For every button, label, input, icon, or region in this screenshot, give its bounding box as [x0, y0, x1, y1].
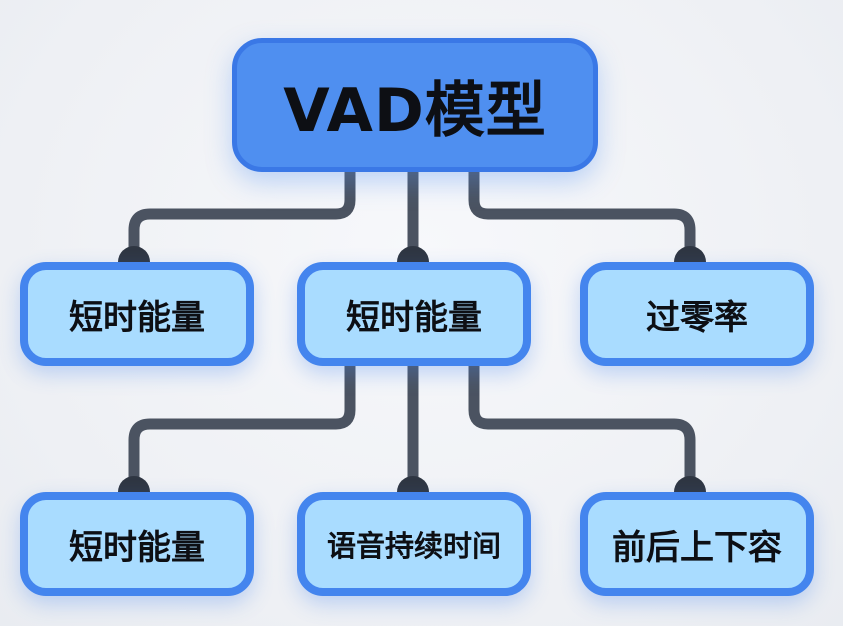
connector-root-to-left: [128, 166, 356, 256]
connector-cap-middle-1: [397, 246, 429, 262]
connector-cap-right-1: [674, 246, 706, 262]
node-label: 短时能量: [69, 297, 205, 338]
node-label: 语音持续时间: [326, 529, 501, 563]
node-label: 过零率: [646, 297, 748, 338]
root-node-label: VAD模型: [283, 75, 547, 146]
connector-mid-to-right: [468, 360, 696, 486]
node-zero-crossing-rate[interactable]: 过零率: [580, 262, 814, 366]
connector-cap-left-2: [118, 476, 150, 492]
connector-cap-right-2: [674, 476, 706, 492]
node-short-time-energy-center[interactable]: 短时能量: [297, 262, 531, 366]
connector-root-to-right: [468, 166, 696, 256]
connector-cap-middle-2: [397, 476, 429, 492]
node-context[interactable]: 前后上下容: [580, 492, 814, 596]
root-node-vad-model[interactable]: VAD模型: [232, 38, 598, 172]
node-short-time-energy-bottom[interactable]: 短时能量: [20, 492, 254, 596]
connector-cap-left-1: [118, 246, 150, 262]
node-label: 前后上下容: [612, 527, 782, 568]
node-label: 短时能量: [69, 527, 205, 568]
node-label: 短时能量: [346, 297, 482, 338]
connector-mid-to-left: [128, 360, 356, 486]
node-speech-duration[interactable]: 语音持续时间: [297, 492, 531, 596]
node-short-time-energy-left[interactable]: 短时能量: [20, 262, 254, 366]
